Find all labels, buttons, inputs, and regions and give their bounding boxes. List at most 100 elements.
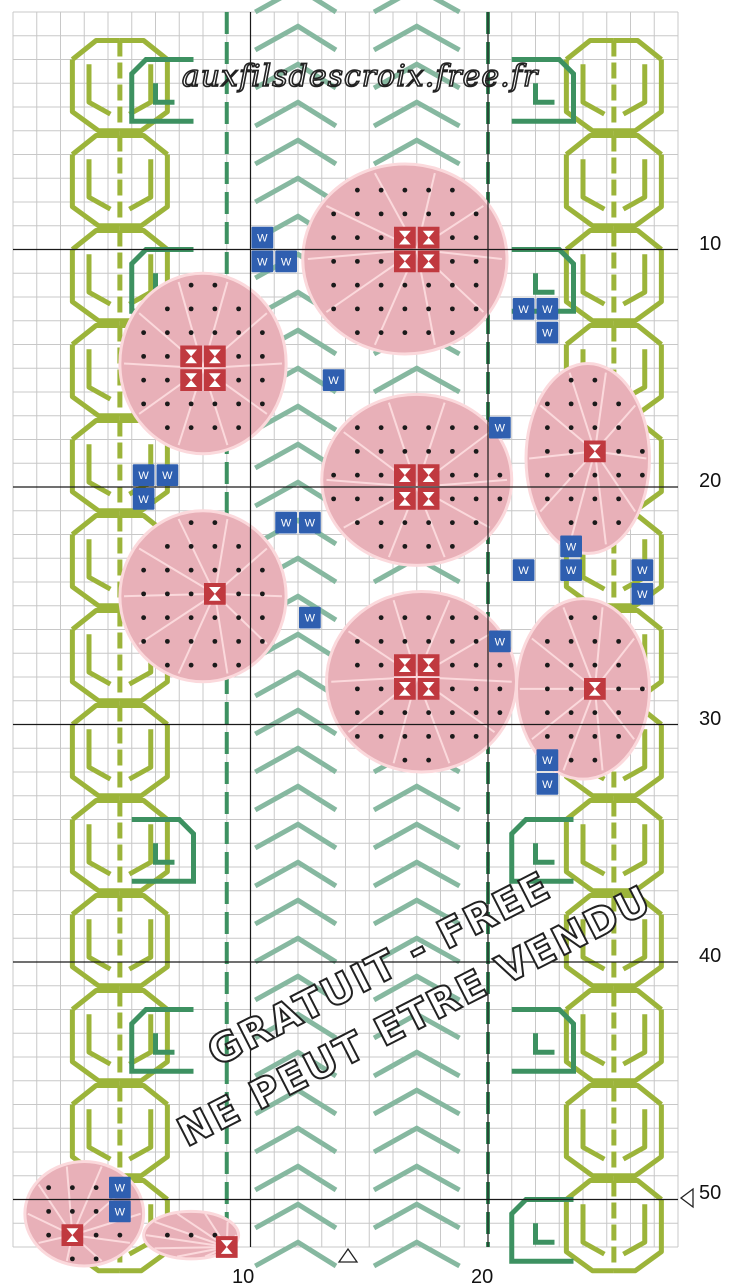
stitch-dot: [331, 496, 336, 501]
stitch-dot: [212, 401, 217, 406]
stitch-dot: [355, 306, 360, 311]
stitch-dot: [569, 710, 574, 715]
stitch-dot: [379, 449, 384, 454]
blue-w-label: W: [305, 613, 316, 625]
stitch-dot: [165, 639, 170, 644]
blue-w-label: W: [566, 541, 577, 553]
stitch-dot: [165, 663, 170, 668]
stitch-dot: [640, 686, 645, 691]
blue-w-label: W: [542, 304, 553, 316]
stitch-dot: [450, 496, 455, 501]
stitch-dot: [70, 1256, 75, 1261]
stitch-dot: [141, 330, 146, 335]
stitch-dot: [569, 473, 574, 478]
stitch-dot: [474, 283, 479, 288]
stitch-dot: [331, 259, 336, 264]
leaf-right-stroke: [120, 136, 168, 226]
stitch-dot: [331, 306, 336, 311]
stitch-dot: [569, 615, 574, 620]
chevron-left: [255, 1128, 336, 1152]
stitch-dot: [46, 1209, 51, 1214]
stitch-dot: [474, 259, 479, 264]
stitch-dot: [236, 401, 241, 406]
blue-w-label: W: [637, 565, 648, 577]
stitch-dot: [402, 449, 407, 454]
bracket-inner: [536, 843, 555, 862]
bracket-inner: [536, 83, 555, 102]
stitch-dot: [474, 734, 479, 739]
stitch-dot: [402, 211, 407, 216]
stitch-dot: [260, 639, 265, 644]
stitch-dot: [616, 425, 621, 430]
stitch-dot: [450, 473, 455, 478]
chevron-left: [255, 26, 336, 50]
stitch-dot: [426, 615, 431, 620]
stitch-dot: [450, 663, 455, 668]
stitch-dot: [450, 235, 455, 240]
stitch-dot: [355, 639, 360, 644]
stitch-dot: [355, 283, 360, 288]
chevron-left: [255, 140, 336, 164]
blue-w-label: W: [138, 470, 149, 482]
stitch-dot: [379, 259, 384, 264]
stitch-dot: [236, 378, 241, 383]
stitch-dot: [402, 188, 407, 193]
stitch-dot: [379, 211, 384, 216]
stitch-dot: [260, 330, 265, 335]
stitch-dot: [236, 591, 241, 596]
stitch-dot: [260, 568, 265, 573]
stitch-dot: [426, 188, 431, 193]
stitch-dot: [497, 663, 502, 668]
stitch-dot: [212, 639, 217, 644]
stitch-dot: [94, 1185, 99, 1190]
blue-w-label: W: [637, 589, 648, 601]
leaf-left-stroke: [72, 231, 120, 321]
stitch-dot: [474, 520, 479, 525]
stitch-dot: [212, 330, 217, 335]
stitch-dot: [402, 639, 407, 644]
blue-w-label: W: [495, 636, 506, 648]
blue-w-label: W: [257, 256, 268, 268]
bracket-inner: [536, 1033, 555, 1052]
stitch-dot: [569, 663, 574, 668]
stitch-dot: [402, 544, 407, 549]
stitch-dot: [189, 283, 194, 288]
stitch-dot: [569, 734, 574, 739]
stitch-dot: [450, 259, 455, 264]
stitch-dot: [141, 639, 146, 644]
leaf-left-stroke: [72, 326, 120, 416]
stitch-dot: [236, 306, 241, 311]
leaf-left-stroke: [72, 896, 120, 986]
stitch-dot: [497, 710, 502, 715]
stitch-dot: [592, 378, 597, 383]
stitch-dot: [189, 568, 194, 573]
stitch-dot: [379, 188, 384, 193]
stitch-dot: [592, 496, 597, 501]
stitch-dot: [402, 330, 407, 335]
stitch-dot: [236, 544, 241, 549]
stitch-dot: [379, 710, 384, 715]
stitch-dot: [426, 330, 431, 335]
flower-petals: [120, 273, 286, 454]
stitch-dot: [402, 615, 407, 620]
stitch-dot: [545, 663, 550, 668]
stitch-dot: [497, 473, 502, 478]
blue-w-label: W: [138, 494, 149, 506]
stitch-dot: [141, 378, 146, 383]
stitch-dot: [545, 639, 550, 644]
y-label-30: 30: [699, 708, 721, 730]
stitch-dot: [616, 449, 621, 454]
stitch-dot: [426, 734, 431, 739]
stitch-dot: [450, 734, 455, 739]
leaf-right-stroke: [120, 896, 168, 986]
stitch-dot: [402, 306, 407, 311]
stitch-dot: [616, 520, 621, 525]
center-marker-y-icon: [681, 1189, 693, 1207]
stitch-dot: [450, 686, 455, 691]
stitch-dot: [70, 1209, 75, 1214]
stitch-dot: [379, 473, 384, 478]
chevron-right: [374, 0, 460, 12]
stitch-dot: [497, 686, 502, 691]
stitch-dot: [616, 686, 621, 691]
stitch-dot: [640, 473, 645, 478]
